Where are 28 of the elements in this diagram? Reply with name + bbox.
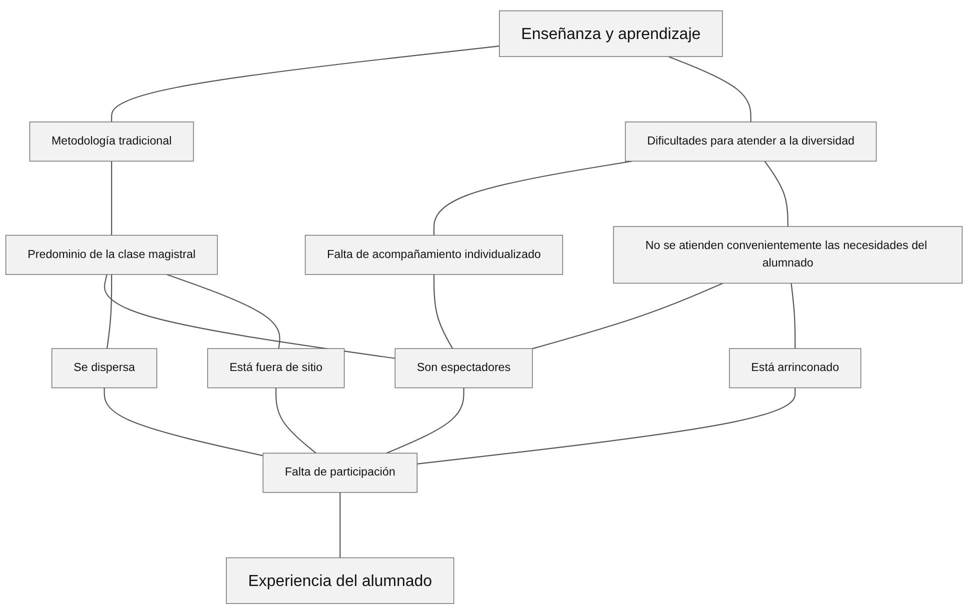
connector [764,160,788,226]
connector [433,274,454,349]
connector [386,388,464,454]
node-box: Enseñanza y aprendizaje [499,10,723,57]
node-box: Predominio de la clase magistral [5,234,218,275]
node-box: Falta de acompañamiento individualizado [304,234,564,275]
node-box: Dificultades para atender a la diversidad [624,121,877,162]
connector [104,388,264,456]
node-box: No se atienden convenientemente las necesidades del alumnado [613,226,963,284]
node-box: Está arrinconado [729,348,862,388]
node-box: Falta de participación [262,452,418,493]
connector [111,161,112,236]
node-box: Experiencia del alumnado [226,557,454,604]
node-box: Son espectadores [394,348,533,388]
connector [111,45,500,122]
connector [275,388,316,454]
connector [532,282,724,350]
connector [104,274,396,359]
connector [106,274,112,348]
connector [790,282,796,348]
connector [340,492,341,558]
node-box: Se dispersa [51,348,158,388]
connector [417,388,796,464]
node-box: Está fuera de sitio [207,348,345,388]
connector [668,56,752,122]
connector [433,160,632,236]
connector [166,274,280,348]
node-box: Metodología tradicional [29,121,194,162]
